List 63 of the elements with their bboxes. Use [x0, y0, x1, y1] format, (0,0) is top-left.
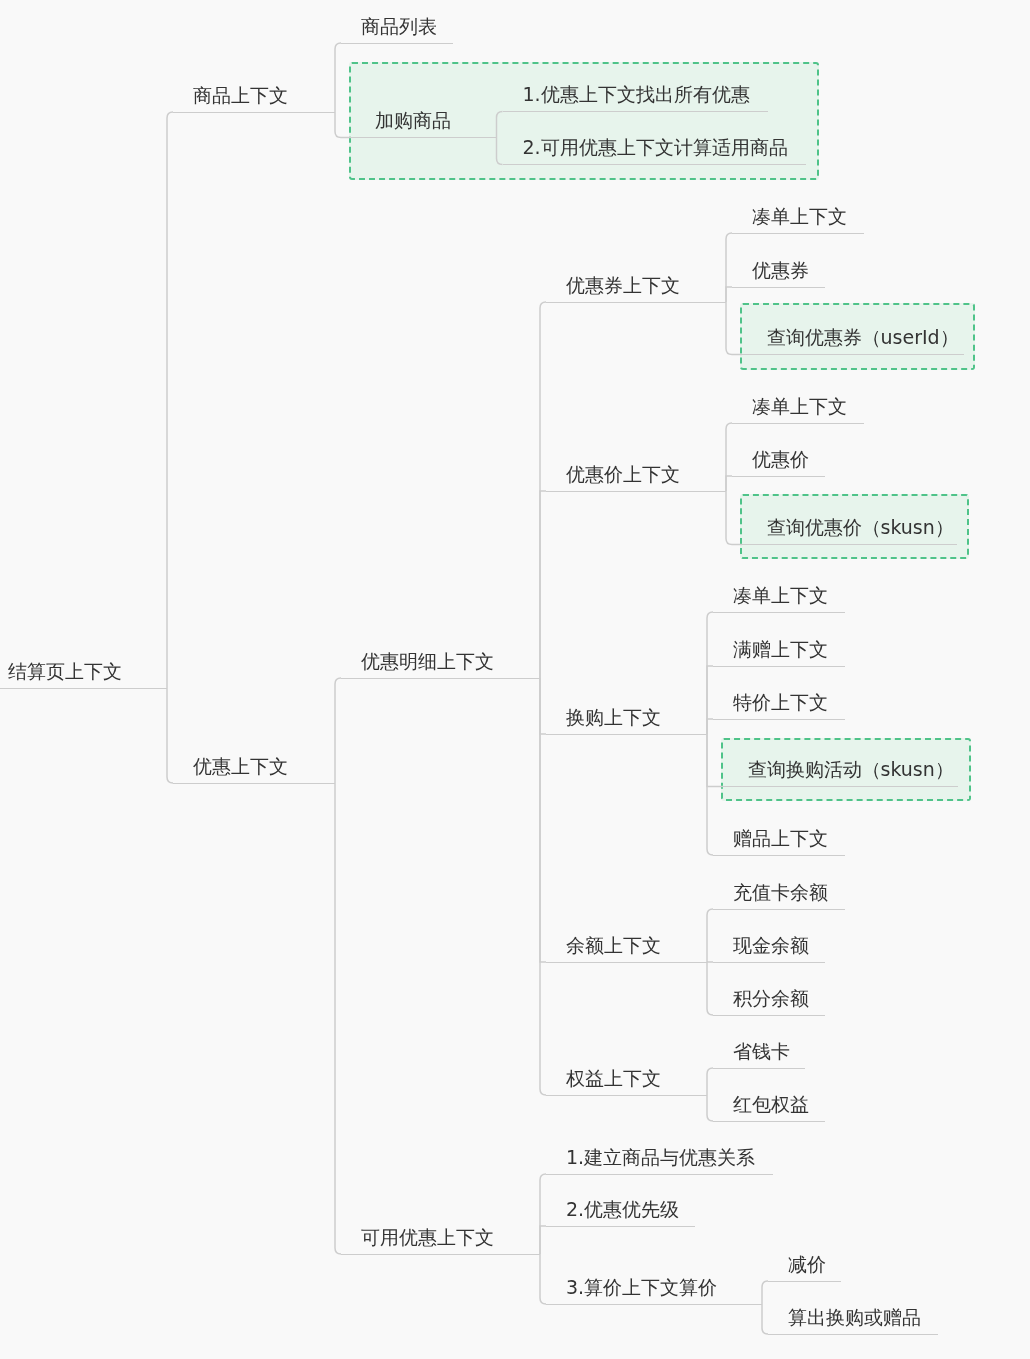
- boundary-box: [349, 62, 819, 180]
- connector-line: [334, 111, 352, 139]
- boundary-box: [740, 303, 975, 370]
- topic-label: 减价: [788, 1251, 826, 1276]
- topic-label: 1.建立商品与优惠关系: [566, 1144, 756, 1169]
- connector-line: [761, 1280, 769, 1305]
- topic-label: 换购上下文: [566, 704, 661, 729]
- topic-label: 充值卡余额: [733, 879, 828, 904]
- connector-line: [706, 1094, 714, 1122]
- topic-label: 1.优惠上下文找出所有优惠: [522, 82, 750, 107]
- topic-label: 满赠上下文: [733, 636, 828, 661]
- topic-label: 结算页上下文: [8, 658, 122, 683]
- topic-label: 3.算价上下文算价: [566, 1274, 718, 1299]
- topic-label: 积分余额: [733, 985, 809, 1010]
- connector-line: [725, 286, 733, 303]
- topic-label: 余额上下文: [566, 932, 661, 957]
- topic-label: 现金余额: [733, 932, 809, 957]
- topic-label: 算出换购或赠品: [788, 1304, 921, 1329]
- connector-line: [334, 42, 342, 113]
- topic-label: 商品上下文: [193, 82, 288, 107]
- topic-label: 凑单上下文: [733, 582, 828, 607]
- connector-line: [725, 490, 743, 546]
- connector-line: [539, 490, 547, 679]
- topic-label: 权益上下文: [566, 1065, 661, 1090]
- connector-line: [539, 1225, 547, 1255]
- connector-line: [725, 475, 733, 492]
- connector-line: [706, 733, 714, 856]
- connector-line: [166, 111, 174, 689]
- connector-line: [725, 301, 743, 356]
- topic-label: 省钱卡: [733, 1038, 790, 1063]
- topic-label: 查询优惠券（userId）: [766, 325, 959, 350]
- boundary-box: [721, 738, 971, 801]
- topic-label: 赠品上下文: [733, 825, 828, 850]
- topic-label: 加购商品: [374, 108, 451, 133]
- topic-label: 2.优惠优先级: [566, 1196, 680, 1221]
- boundary-box: [740, 494, 969, 559]
- topic-label: 优惠明细上下文: [361, 648, 494, 673]
- connector-line: [706, 908, 714, 963]
- topic-label: 优惠上下文: [193, 753, 288, 778]
- connector-line: [495, 136, 504, 166]
- connector-line: [706, 718, 714, 735]
- topic-label: 优惠价上下文: [566, 461, 680, 486]
- topic-label: 优惠价: [752, 446, 809, 471]
- topic-label: 优惠券上下文: [566, 272, 680, 297]
- connector-line: [334, 782, 342, 1255]
- topic-label: 红包权益: [733, 1091, 809, 1116]
- topic-label: 2.可用优惠上下文计算适用商品: [522, 135, 788, 160]
- topic-label: 优惠券: [752, 257, 809, 282]
- connector-line: [334, 677, 342, 784]
- connector-line: [706, 961, 714, 1016]
- connector-line: [166, 687, 174, 784]
- topic-label: 特价上下文: [733, 689, 828, 714]
- topic-label: 可用优惠上下文: [361, 1224, 494, 1249]
- connector-line: [495, 110, 504, 139]
- connector-line: [761, 1303, 769, 1335]
- topic-label: 凑单上下文: [752, 393, 847, 418]
- topic-label: 商品列表: [361, 13, 437, 38]
- connector-line: [706, 1067, 714, 1096]
- connector-line: [706, 961, 714, 963]
- topic-label: 查询换购活动（skusn）: [747, 757, 954, 782]
- topic-label: 查询优惠价（skusn）: [766, 515, 954, 540]
- connector-line: [539, 1253, 547, 1305]
- topic-label: 凑单上下文: [752, 203, 847, 228]
